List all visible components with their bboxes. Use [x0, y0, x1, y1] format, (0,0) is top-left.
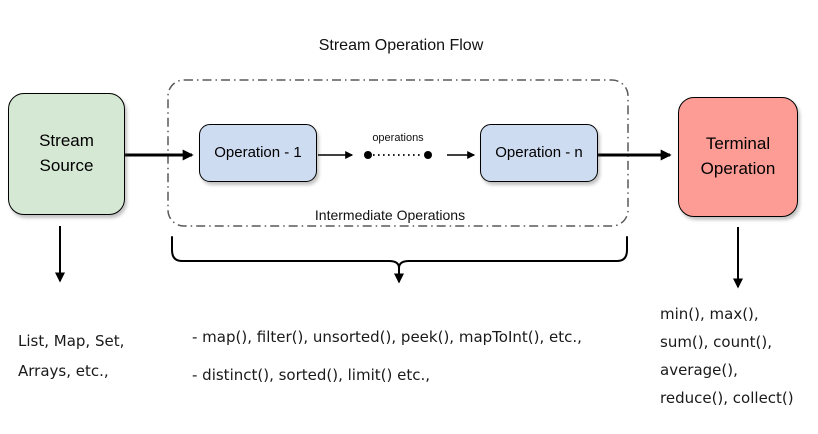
- stream-source-label: Stream Source: [39, 131, 94, 175]
- intermediate-examples-line: - distinct(), sorted(), limit() etc.,: [192, 366, 431, 384]
- source-examples: List, Map, Set, Arrays, etc.,: [18, 326, 124, 386]
- connector-dot-left: [364, 151, 372, 159]
- terminal-operation-label: Terminal Operation: [700, 134, 776, 178]
- terminal-examples: min(), max(), sum(), count(), average(),…: [660, 300, 794, 412]
- operation-1-label: Operation - 1: [214, 144, 302, 162]
- terminal-examples-line: reduce(), collect(): [660, 389, 794, 407]
- terminal-examples-line: average(),: [660, 361, 738, 379]
- terminal-examples-line: min(), max(),: [660, 305, 759, 323]
- intermediate-examples: - map(), filter(), unsorted(), peek(), m…: [192, 318, 582, 394]
- intermediate-operations-label: Intermediate Operations: [314, 207, 466, 223]
- connector-dot-right: [424, 151, 432, 159]
- operations-connector-label: operations: [372, 132, 424, 144]
- operation-n-label: Operation - n: [495, 144, 583, 162]
- operation-n-node: Operation - n: [480, 124, 598, 182]
- source-examples-line: List, Map, Set,: [18, 332, 125, 350]
- operation-1-node: Operation - 1: [199, 124, 317, 182]
- diagram-title: Stream Operation Flow: [318, 37, 484, 54]
- intermediate-brace: [171, 236, 628, 269]
- terminal-operation-node: Terminal Operation: [678, 97, 798, 217]
- source-examples-line: Arrays, etc.,: [18, 362, 109, 380]
- stream-source-node: Stream Source: [8, 93, 125, 215]
- terminal-examples-line: sum(), count(),: [660, 333, 772, 351]
- intermediate-examples-line: - map(), filter(), unsorted(), peek(), m…: [192, 328, 582, 346]
